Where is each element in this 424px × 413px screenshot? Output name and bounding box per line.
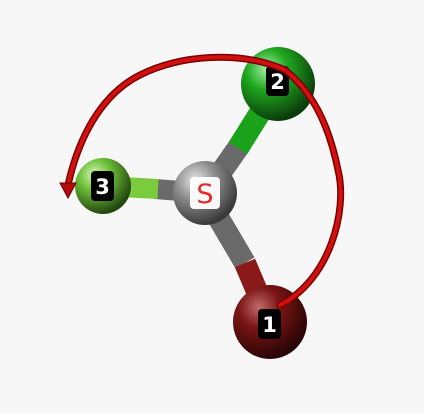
arrow-head bbox=[59, 182, 77, 200]
center-label-box bbox=[190, 177, 220, 209]
atom-1-label: 1 bbox=[262, 313, 277, 337]
atom-3-label: 3 bbox=[95, 175, 110, 199]
atom-3-label-box bbox=[91, 171, 114, 201]
center-label: S bbox=[196, 179, 213, 210]
atom-2-label-box bbox=[266, 66, 289, 96]
rotation-arrow bbox=[59, 53, 345, 309]
atom-1-label-box bbox=[258, 309, 281, 339]
atom-2-label: 2 bbox=[270, 70, 285, 94]
